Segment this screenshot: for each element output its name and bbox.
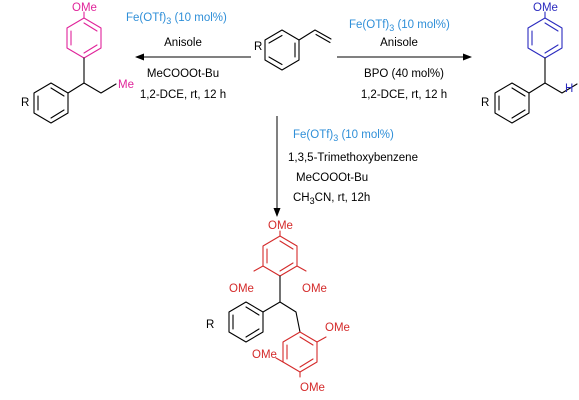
upper-methoxy-left-label: OMe [229,283,254,295]
left-r-label: R [21,97,29,109]
right-r-label: R [481,97,489,109]
left-methoxy-label: OMe [72,2,97,14]
upper-methoxy-top-label: OMe [268,220,293,232]
right-methoxy-label: OMe [533,2,558,14]
left-oxidant-text: MeCOOOt-Bu [147,68,219,80]
right-conditions-text: 1,2-DCE, rt, 12 h [361,89,447,101]
styrene-r-label: R [254,41,262,53]
right-catalyst-text: Fe(OTf)3 (10 mol%) [349,19,450,33]
right-hydrogen-label: H [565,83,573,95]
left-methyl-label: Me [118,79,134,91]
styrene-structure: R [254,29,332,71]
left-reagent-text: Anisole [164,37,202,49]
bottom-r-label: R [206,319,214,331]
lower-methoxy-left-label: OMe [252,349,277,361]
left-catalyst-text: Fe(OTf)3 (10 mol%) [126,12,227,26]
right-product-structure: OMe H R [481,2,578,124]
bottom-oxidant-text: MeCOOOt-Bu [296,172,368,184]
lower-methoxy-right-label: OMe [325,322,350,334]
bottom-reagent-text: 1,3,5-Trimethoxybenzene [288,152,418,164]
right-initiator-text: BPO (40 mol%) [364,68,444,80]
lower-methoxy-bottom-label: OMe [300,382,325,394]
left-product-structure: OMe Me R [21,2,134,124]
bottom-conditions-text: CH3CN, rt, 12h [293,192,370,206]
bottom-catalyst-text: Fe(OTf)3 (10 mol%) [293,129,394,143]
left-conditions-text: 1,2-DCE, rt, 12 h [140,89,226,101]
right-reagent-text: Anisole [380,37,418,49]
bottom-product-structure: OMe OMe OMe R OMe OMe OMe [206,220,350,394]
upper-methoxy-right-label: OMe [302,283,327,295]
